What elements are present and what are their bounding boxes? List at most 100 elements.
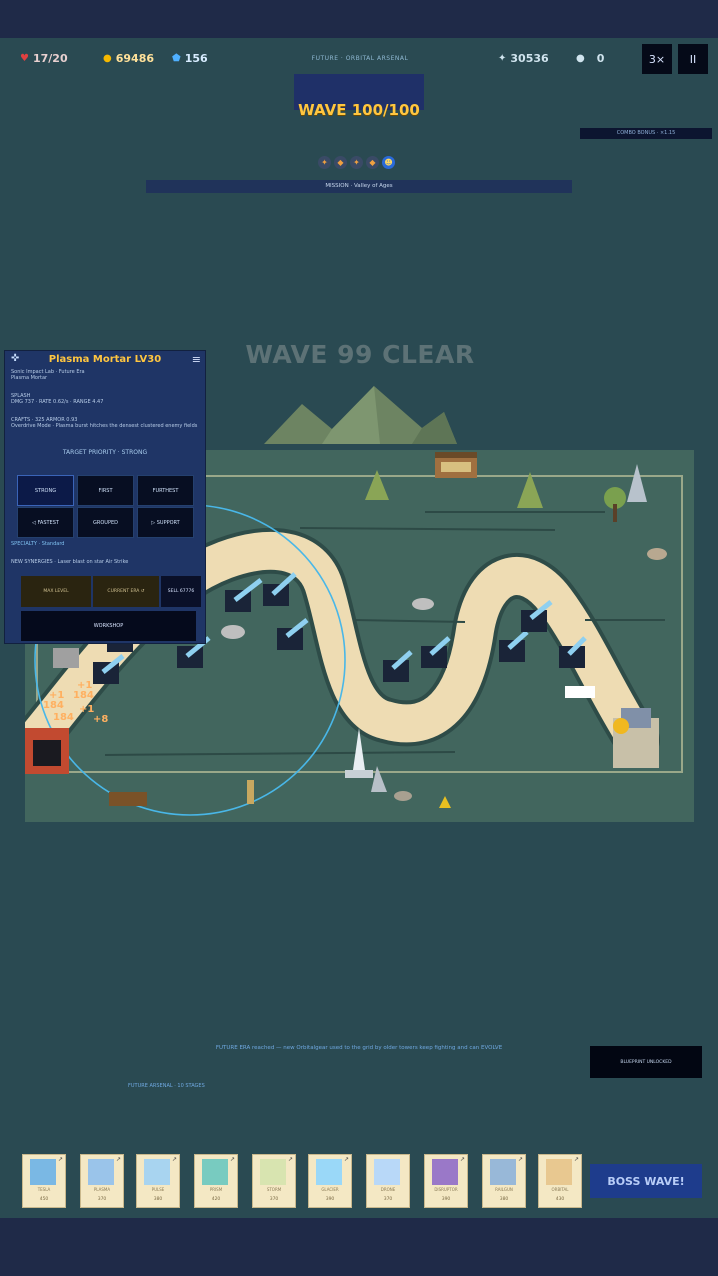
panel-close-button[interactable]: ≡ [191, 353, 201, 366]
incoming-enemies: ✦ ◆ ✦ ◆ ☻ [318, 156, 395, 169]
combo-bar: COMBO BONUS · ×1.15 [580, 128, 712, 139]
shop-pulse[interactable]: ↗ PULSE 380 [136, 1154, 180, 1208]
shop-drone[interactable]: DRONE 370 [366, 1154, 410, 1208]
drone-tower-icon [374, 1159, 400, 1185]
shop-prism[interactable]: ↗ PRISM 420 [194, 1154, 238, 1208]
enemy-icon: ◆ [334, 156, 347, 169]
workshop-button[interactable]: WORKSHOP [21, 611, 196, 641]
damage-number: +1 [49, 690, 64, 701]
damage-number: +1 [77, 680, 92, 691]
target-fastest-button[interactable]: ◁ FASTEST [17, 507, 74, 538]
mission-bar: MISSION · Valley of Ages [146, 180, 572, 193]
damage-number: 184 [53, 712, 74, 723]
mortar-tower[interactable] [263, 572, 297, 606]
target-grouped-button[interactable]: GROUPED [77, 507, 134, 538]
shop-item-cost: 370 [269, 1197, 279, 1202]
shop-item-cost: 430 [555, 1197, 565, 1202]
mortar-tower[interactable] [421, 636, 451, 668]
shop-item-cost: 390 [441, 1197, 451, 1202]
lives-value: 17/20 [32, 52, 68, 65]
panel-desc-2: Overdrive Mode · Plasma burst hitches th… [11, 423, 198, 429]
prism-tower-icon [202, 1159, 228, 1185]
score-value: 30536 [510, 52, 549, 65]
rock-decor [53, 548, 667, 801]
enemy-icon: ◆ [366, 156, 379, 169]
wave-clear-text: WAVE 99 CLEAR [245, 340, 475, 369]
speed-button[interactable]: 3× [642, 44, 672, 74]
mortar-tower[interactable] [521, 600, 553, 632]
damage-numbers: +1 +1 184 184 184 +1 +8 [43, 680, 108, 725]
shop-tesla[interactable]: ↗ TESLA 450 [22, 1154, 66, 1208]
shop-item-cost: 450 [39, 1197, 49, 1202]
era-hint-text: FUTURE ERA reached — new Orbitalgear use… [215, 1045, 503, 1051]
synergy-label: NEW SYNERGIES · Laser blast on star Air … [11, 559, 129, 565]
shop-railgun[interactable]: ↗ RAILGUN 380 [482, 1154, 526, 1208]
gem-icon: ⬟ [172, 53, 181, 64]
pulse-tower-icon [144, 1159, 170, 1185]
target-first-button[interactable]: FIRST [77, 475, 134, 506]
panel-desc-1: CRAFTS · 325 ARMOR 0.93 [11, 417, 78, 423]
pause-button[interactable]: II [678, 44, 708, 74]
hotkey-icon: ↗ [573, 1156, 579, 1163]
pause-icon: II [689, 52, 697, 66]
lives-counter: ♥ 17/20 [20, 52, 68, 65]
target-priority-label: TARGET PRIORITY · STRONG [62, 449, 148, 456]
shop-item-name: DISRUPTOR [434, 1187, 458, 1192]
boss-wave-button[interactable]: BOSS WAVE! [590, 1164, 702, 1198]
panel-subtitle: Sonic Impact Lab · Future Era [11, 369, 85, 375]
gem-counter: ⬟ 156 [172, 52, 208, 65]
mortar-tower[interactable] [383, 650, 413, 682]
cabin-decor [435, 452, 477, 478]
shop-item-cost: 420 [211, 1197, 221, 1202]
heart-icon: ♥ [20, 53, 29, 64]
panel-stat-line: DMG 737 · RATE 0.62/s · RANGE 4.47 [11, 399, 104, 405]
gold-value: 69486 [115, 52, 155, 65]
hotkey-icon: ↗ [171, 1156, 177, 1163]
hotkey-icon: ↗ [287, 1156, 293, 1163]
coin-icon: ● [103, 53, 112, 64]
mortar-tower[interactable] [93, 654, 125, 684]
target-furthest-button[interactable]: FURTHEST [137, 475, 194, 506]
target-strong-button[interactable]: STRONG [17, 475, 74, 506]
castle-base [565, 686, 659, 768]
hotkey-icon: ↗ [57, 1156, 63, 1163]
shop-glacier[interactable]: ↗ GLACIER 390 [308, 1154, 352, 1208]
panel-title: Plasma Mortar LV30 [48, 354, 162, 365]
hotkey-icon: ↗ [517, 1156, 523, 1163]
shop-item-name: ORBITAL [551, 1187, 569, 1192]
obelisk-decor [247, 728, 387, 804]
wood-decor [109, 792, 147, 806]
max-level-button[interactable]: MAX LEVEL [21, 576, 91, 607]
terrain-lines [104, 511, 665, 756]
mortar-tower[interactable] [225, 578, 263, 612]
railgun-tower-icon [490, 1159, 516, 1185]
mortar-tower[interactable] [499, 630, 529, 662]
current-era-button[interactable]: CURRENT ERA ↺ [93, 576, 159, 607]
gold-counter: ● 69486 [103, 52, 154, 65]
boss-enemy-icon: ☻ [382, 156, 395, 169]
panel-tower-name: Plasma Mortar [11, 375, 48, 381]
orbital-tower-icon [546, 1159, 572, 1185]
kills-value: 0 [596, 52, 605, 65]
shop-item-cost: 370 [97, 1197, 107, 1202]
tesla-tower-icon [30, 1159, 56, 1185]
spawn-gate [25, 728, 69, 774]
blueprint-button[interactable]: BLUEPRINT UNLOCKED [590, 1046, 702, 1078]
shop-plasma[interactable]: ↗ PLASMA 370 [80, 1154, 124, 1208]
era-label: FUTURE · ORBITAL ARSENAL [311, 55, 409, 62]
shop-orbital[interactable]: ↗ ORBITAL 430 [538, 1154, 582, 1208]
shop-storm[interactable]: ↗ STORM 370 [252, 1154, 296, 1208]
shop-disruptor[interactable]: ↗ DISRUPTOR 390 [424, 1154, 468, 1208]
shop-item-cost: 390 [325, 1197, 335, 1202]
spire-decor [627, 464, 647, 502]
shop-item-name: PLASMA [93, 1187, 111, 1192]
shop-item-name: STORM [266, 1187, 282, 1192]
stage-info: FUTURE ARSENAL · 10 STAGES [128, 1083, 205, 1089]
speed-label: 3× [648, 52, 666, 66]
sell-button[interactable]: SELL 67776 [161, 576, 201, 607]
shop-item-cost: 380 [153, 1197, 163, 1202]
enemy-icon: ✦ [318, 156, 331, 169]
target-support-button[interactable]: ▷ SUPPORT [137, 507, 194, 538]
mortar-tower[interactable] [559, 636, 587, 668]
mortar-tower[interactable] [277, 618, 309, 650]
